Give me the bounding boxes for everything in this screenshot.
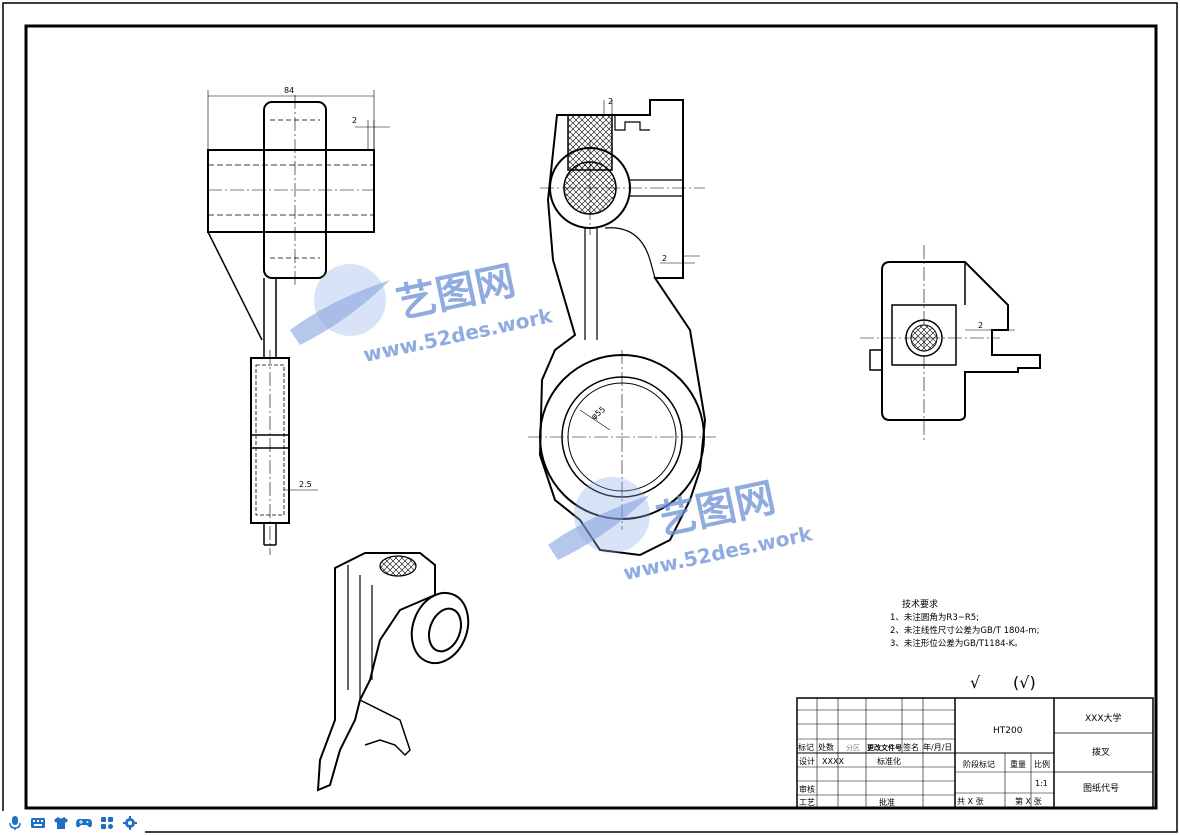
gamepad-icon[interactable] bbox=[75, 815, 92, 832]
front-view bbox=[528, 99, 716, 557]
tb-part-name: 拨叉 bbox=[1092, 746, 1110, 758]
tb-standard-label: 标准化 bbox=[877, 756, 901, 766]
dim-gap-right-mid: 2 bbox=[662, 254, 667, 263]
tb-drawing-no: 图纸代号 bbox=[1083, 782, 1119, 794]
tb-design-name: XXXX bbox=[822, 757, 844, 766]
dim-top-width: 84 bbox=[284, 86, 294, 95]
gear-icon[interactable] bbox=[121, 815, 138, 832]
tech-item-2: 2、未注线性尺寸公差为GB/T 1804-m; bbox=[890, 625, 1039, 636]
tb-row-marks: 标记 bbox=[798, 742, 814, 752]
tb-row-zone: 分区 bbox=[846, 743, 860, 752]
input-toolbar bbox=[0, 811, 145, 835]
title-block bbox=[796, 697, 1154, 809]
tech-title: 技术要求 bbox=[902, 598, 938, 610]
tb-school: XXX大学 bbox=[1085, 712, 1122, 724]
tb-process-label: 工艺 bbox=[799, 798, 815, 807]
side-view bbox=[207, 90, 390, 555]
dim-gap-right-top: 2 bbox=[608, 97, 613, 106]
grid-icon[interactable] bbox=[98, 815, 115, 832]
tb-approve-label: 批准 bbox=[879, 797, 895, 807]
isometric-view bbox=[316, 552, 470, 792]
dim-gap-side: 2 bbox=[978, 321, 983, 330]
dim-gap-top: 2 bbox=[352, 116, 357, 125]
tech-item-3: 3、未注形位公差为GB/T1184-K。 bbox=[890, 638, 1023, 649]
tb-review-label: 审核 bbox=[799, 784, 815, 794]
tb-scale-value: 1:1 bbox=[1035, 779, 1048, 788]
tb-total-sheets: 共 X 张 bbox=[957, 797, 984, 806]
tb-stage-label: 阶段标记 bbox=[963, 759, 995, 769]
keyboard-icon[interactable] bbox=[29, 815, 46, 832]
dim-thickness: 2.5 bbox=[299, 480, 312, 489]
tb-weight-label: 重量 bbox=[1010, 759, 1026, 769]
tb-material: HT200 bbox=[993, 726, 1023, 736]
right-view bbox=[860, 245, 1041, 440]
watermark-1: 艺图网 www.52des.work bbox=[290, 258, 555, 367]
inner-frame bbox=[24, 24, 1158, 810]
tb-row-sign: 签名 bbox=[903, 742, 919, 752]
watermark-2: 艺图网 www.52des.work bbox=[548, 475, 815, 585]
tb-design-label: 设计 bbox=[799, 756, 815, 766]
microphone-icon[interactable] bbox=[6, 815, 23, 832]
dim-bore-dia: φ55 bbox=[590, 405, 608, 422]
roughness-paren: (√) bbox=[1013, 673, 1036, 692]
tech-item-1: 1、未注圆角为R3~R5; bbox=[890, 612, 979, 623]
tb-row-date: 年/月/日 bbox=[923, 742, 952, 752]
roughness-mark: √ bbox=[970, 673, 981, 692]
shirt-icon[interactable] bbox=[52, 815, 69, 832]
tb-row-doc: 更改文件号 bbox=[867, 743, 902, 752]
title-block-text: HT200 XXX大学 拨叉 图纸代号 标记 处数 分区 更改文件号 签名 年/… bbox=[798, 712, 1122, 807]
tb-scale-label: 比例 bbox=[1034, 759, 1050, 769]
tb-row-count: 处数 bbox=[818, 742, 834, 752]
tb-sheet-no: 第 X 张 bbox=[1015, 796, 1042, 806]
tech-requirements: 技术要求 1、未注圆角为R3~R5; 2、未注线性尺寸公差为GB/T 1804-… bbox=[890, 598, 1039, 649]
